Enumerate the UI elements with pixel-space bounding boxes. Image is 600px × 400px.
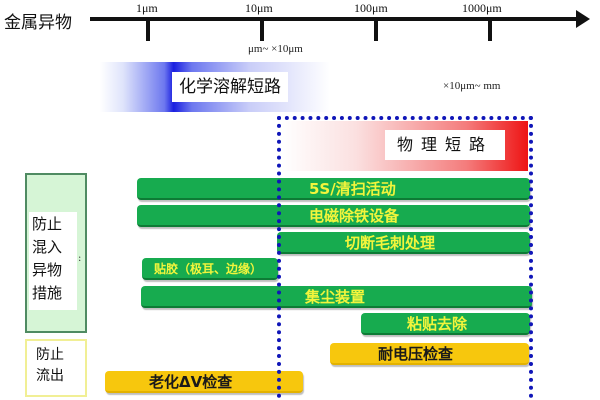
- tick-label-1000um: 1000μm: [462, 1, 502, 15]
- tick-label-10um: 10μm: [245, 1, 273, 15]
- axis-title: 金属异物: [4, 13, 72, 33]
- category-prevent-outflow-label: 防止流出: [36, 347, 64, 384]
- measure-label: 粘贴去除: [407, 315, 468, 333]
- measure-bar-burr-treatment: 切断毛刺处理: [277, 232, 530, 254]
- chemical-range-note: μm~ ×10μm: [248, 43, 303, 55]
- axis-tick-100um: [374, 17, 378, 41]
- tick-label-1um: 1μm: [136, 1, 158, 15]
- tick-label-100um: 100μm: [354, 1, 388, 15]
- measure-label: 集尘装置: [305, 288, 366, 306]
- colon-mark: :: [78, 253, 82, 264]
- axis-tick-1000um: [488, 17, 492, 41]
- axis-arrow-icon: [576, 10, 590, 28]
- measure-label: 耐电压检查: [378, 345, 454, 363]
- measure-label: 切断毛刺处理: [345, 234, 436, 252]
- measure-bar-dust-collector: 集尘装置: [141, 286, 532, 308]
- measure-label: 电磁除铁设备: [309, 207, 400, 225]
- physical-short-region-border: [277, 116, 533, 400]
- physical-range-note: ×10μm~ mm: [443, 80, 501, 92]
- category-prevent-contamination-inner: [29, 212, 77, 310]
- axis-tick-10um: [260, 17, 264, 41]
- physical-short-label: 物理短路: [385, 130, 505, 160]
- measure-bar-magnetic-iron-removal: 电磁除铁设备: [137, 205, 530, 227]
- measure-bar-adhesive-removal: 粘贴去除: [361, 313, 530, 335]
- measure-bar-5s-cleaning: 5S/清扫活动: [137, 178, 530, 200]
- category-prevent-outflow-box: [25, 339, 87, 397]
- measure-label: 贴胶（极耳、边缘）: [154, 262, 263, 276]
- measure-bar-aging-dv-check: 老化ΔV检查: [105, 371, 303, 393]
- measure-label: 老化ΔV检查: [149, 373, 233, 391]
- category-prevent-contamination-label: 防止混入异物措施: [32, 215, 63, 302]
- size-axis-line: [90, 17, 578, 21]
- measure-label: 5S/清扫活动: [309, 180, 396, 198]
- measure-bar-taping: 贴胶（极耳、边缘）: [142, 258, 278, 280]
- chemical-short-label: 化学溶解短路: [172, 72, 288, 102]
- measure-bar-hipot-test: 耐电压检查: [330, 343, 529, 365]
- axis-tick-1um: [146, 17, 150, 41]
